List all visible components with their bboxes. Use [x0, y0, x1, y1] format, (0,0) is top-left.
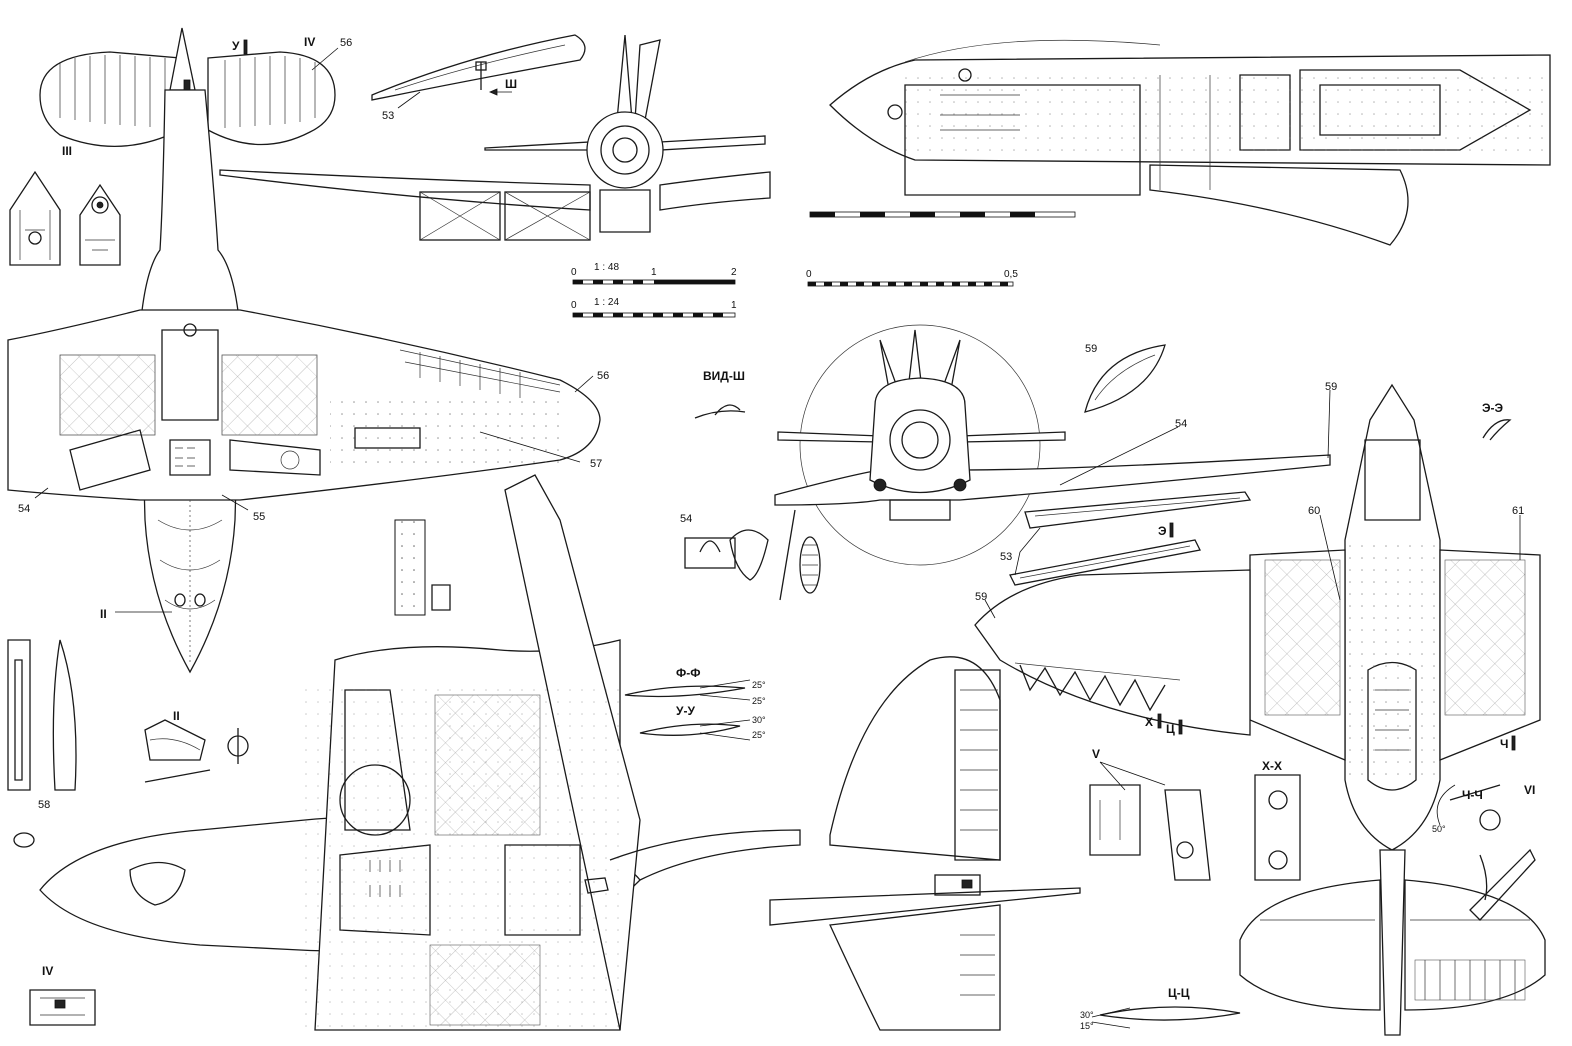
section-ff-yy — [624, 679, 751, 741]
section-mark-ch: Ч — [1500, 737, 1508, 751]
scale-bars-left — [572, 279, 736, 318]
angle-ff-bottom: 25° — [752, 696, 766, 706]
section-xx-title: Х-Х — [1262, 759, 1282, 773]
callout-60: 60 — [1308, 505, 1320, 517]
part-53-top-detail — [371, 34, 586, 101]
fuselage-top-plan — [829, 39, 1551, 246]
section-ff-title: Ф-Ф — [676, 666, 700, 680]
callout-54: 54 — [18, 503, 30, 515]
callout-56: 56 — [597, 370, 609, 382]
detail-54-sketches — [684, 529, 769, 581]
view-arrow-sh: Ш — [505, 77, 517, 91]
callout-labels: 53 56 56 57 54 55 58 54 59 54 53 59 59 6… — [18, 37, 1524, 811]
side-view-fuselage — [974, 569, 1251, 736]
part-53-strips — [1009, 491, 1252, 586]
section-mark-iii: III — [62, 144, 72, 158]
callout-59: 59 — [975, 591, 987, 603]
callout-55: 55 — [253, 511, 265, 523]
section-mark-v: V — [1092, 747, 1100, 761]
front-view-small — [219, 34, 771, 241]
angle-ff-top: 25° — [752, 680, 766, 690]
section-mark-iv: IV — [304, 35, 315, 49]
scale-48-zero: 0 — [571, 267, 577, 278]
section-mark-x: Х — [1145, 715, 1153, 729]
detail-iii-gun-mount — [9, 170, 121, 266]
callout-53: 53 — [382, 110, 394, 122]
section-tsts — [1091, 1006, 1241, 1029]
underside-plan-view — [7, 27, 601, 674]
vid-sh-detail — [694, 404, 746, 419]
leader-lines — [34, 47, 1521, 791]
side-view-lower — [39, 474, 801, 1031]
callout-59: 59 — [1325, 381, 1337, 393]
section-mark-ts: Ц — [1166, 722, 1175, 736]
scale-05-end: 0,5 — [1004, 269, 1018, 280]
top-plan-view — [1239, 383, 1546, 1036]
section-mark-e: Э — [1158, 524, 1167, 538]
callout-61: 61 — [1512, 505, 1524, 517]
angle-labels: 25° 25° 30° 25° 50° 30° 15° — [752, 680, 1446, 1031]
scale-24-end: 1 — [731, 300, 737, 311]
scale-bars-right — [807, 211, 1076, 287]
detail-iv-title: IV — [42, 964, 53, 978]
callout-53: 53 — [1000, 551, 1012, 563]
details-v-xx-chch — [1089, 774, 1536, 921]
detail-ii-title: II — [173, 709, 180, 723]
callout-54: 54 — [1175, 418, 1187, 430]
section-mark-ii: II — [100, 607, 107, 621]
front-view-with-prop-disc — [774, 324, 1331, 601]
callout-56: 56 — [340, 37, 352, 49]
section-yy-title: У-У — [676, 704, 695, 718]
angle-tsts-top: 30° — [1080, 1010, 1094, 1020]
angle-tsts-bottom: 15° — [1080, 1021, 1094, 1031]
section-tsts-title: Ц-Ц — [1168, 986, 1190, 1000]
view-sh-title: ВИД-Ш — [703, 369, 745, 383]
detail-iv-lower — [29, 989, 96, 1026]
section-labels: У IV III II II IV V VI Х Ц Ч Э Ш ВИД-Ш Ф… — [42, 35, 1535, 1000]
section-ee-sketch — [1482, 419, 1512, 441]
tail-side-view — [769, 656, 1081, 1031]
callout-58: 58 — [38, 799, 50, 811]
part-59-detail — [1084, 344, 1166, 413]
angle-arc-chch — [1436, 784, 1456, 826]
scale-labels: 1 : 48 0 1 2 1 : 24 0 1 0 0,5 — [571, 262, 1018, 311]
section-mark-y: У — [232, 39, 240, 53]
angle-chch: 50° — [1432, 824, 1446, 834]
detail-ii-sketches — [144, 719, 249, 783]
scale-24-zero: 0 — [571, 300, 577, 311]
angle-yy-bottom: 25° — [752, 730, 766, 740]
section-ee-title: Э-Э — [1482, 401, 1504, 415]
section-chch-title: Ч-Ч — [1462, 788, 1483, 802]
callout-59: 59 — [1085, 343, 1097, 355]
section-mark-vi: VI — [1524, 783, 1535, 797]
scale-24-title: 1 : 24 — [594, 297, 619, 308]
detail-58-gear-fairing — [7, 639, 77, 848]
scale-48-mid: 1 — [651, 267, 657, 278]
callout-54: 54 — [680, 513, 692, 525]
scale-48-end: 2 — [731, 267, 737, 278]
scale-48-title: 1 : 48 — [594, 262, 619, 273]
callout-57: 57 — [590, 458, 602, 470]
scale-05-zero: 0 — [806, 269, 812, 280]
angle-yy-top: 30° — [752, 715, 766, 725]
